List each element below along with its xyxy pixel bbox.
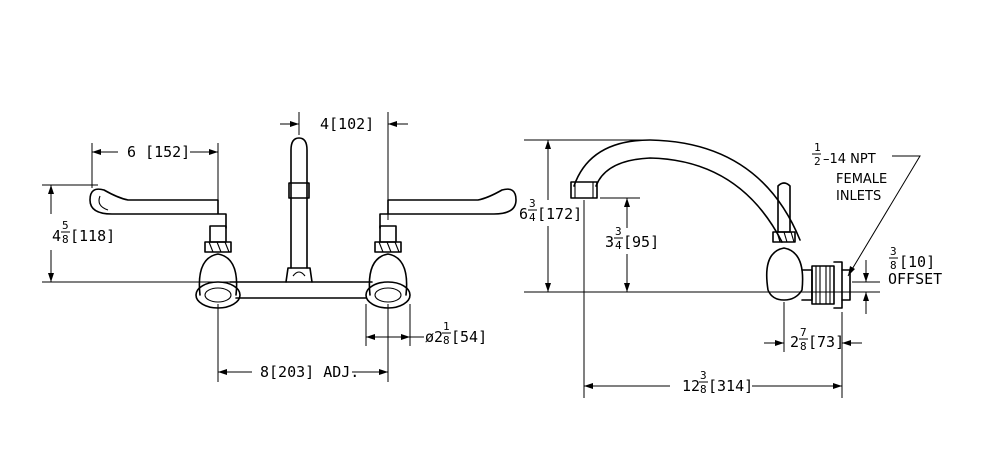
side-aerator <box>570 181 598 199</box>
note-inlets-den: 2 <box>814 155 821 168</box>
side-view: 6 3 4 [172] 3 3 4 [95] 12 <box>519 139 942 398</box>
dim-spout-height-num: 3 <box>529 197 536 210</box>
dim-inlet-depth-den: 8 <box>800 340 807 353</box>
dim-handle-height-num: 5 <box>62 219 69 232</box>
dim-spout-height: 6 3 4 [172] <box>519 140 582 292</box>
dim-offset: 3 8 [10] OFFSET <box>852 245 942 314</box>
dim-handle-height-whole: 4 <box>52 227 61 245</box>
dim-spout-reach-den: 8 <box>700 383 707 396</box>
left-wristblade-handle <box>98 195 109 211</box>
dim-spout-clearance-rest: [95] <box>623 233 659 251</box>
dim-flange-dia: ø2 1 8 [54] <box>365 304 487 347</box>
dim-spout-reach-num: 3 <box>700 369 707 382</box>
dim-handle-reach: 6 [152] <box>91 143 219 214</box>
dim-handle-reach-label: 6 [152] <box>127 143 190 161</box>
front-spout <box>285 137 313 283</box>
dim-offset-label: OFFSET <box>888 270 942 288</box>
right-valve <box>368 188 517 296</box>
side-valve <box>765 231 851 309</box>
dim-inlet-depth-whole: 2 <box>790 333 799 351</box>
front-view: 4[102] 6 [152] 4 5 8 [118] <box>42 112 517 382</box>
note-inlets-line2: FEMALE <box>836 172 887 187</box>
note-inlets-num: 1 <box>814 141 821 154</box>
dim-handle-height: 4 5 8 [118] <box>42 184 232 283</box>
dim-offset-rest: [10] <box>899 253 935 271</box>
side-handle <box>777 182 791 233</box>
dim-spout-reach: 12 3 8 [314] <box>583 200 843 398</box>
dim-handle-height-rest: [118] <box>70 227 115 245</box>
dim-inlet-depth: 2 7 8 [73] <box>764 302 862 353</box>
dim-spout-clearance-whole: 3 <box>605 233 614 251</box>
side-spout <box>570 139 801 243</box>
note-inlets: 1 2 –14 NPT FEMALE INLETS <box>812 141 921 277</box>
front-body <box>195 281 411 309</box>
dim-spout-height-whole: 6 <box>519 205 528 223</box>
dim-inlet-depth-num: 7 <box>800 326 807 339</box>
dim-spout-offset: 4[102] <box>280 112 408 220</box>
dim-spout-height-den: 4 <box>529 211 536 224</box>
dim-spout-offset-label: 4[102] <box>320 115 374 133</box>
dim-flange-dia-rest: [54] <box>451 328 487 346</box>
note-inlets-line1: –14 NPT <box>823 152 876 167</box>
dim-spout-reach-rest: [314] <box>708 377 753 395</box>
left-valve <box>89 188 238 296</box>
dim-flange-dia-den: 8 <box>443 334 450 347</box>
dim-centers-label: 8[203] ADJ. <box>260 363 359 381</box>
note-inlets-line3: INLETS <box>836 189 881 204</box>
dim-spout-reach-whole: 12 <box>682 377 700 395</box>
dim-flange-dia-num: 1 <box>443 320 450 333</box>
dim-inlet-depth-rest: [73] <box>808 333 844 351</box>
dim-flange-dia-prefix: ø2 <box>425 328 443 346</box>
dim-spout-clearance-num: 3 <box>615 225 622 238</box>
dim-offset-num: 3 <box>890 245 897 258</box>
dim-handle-height-den: 8 <box>62 233 69 246</box>
dim-spout-height-rest: [172] <box>537 205 582 223</box>
dim-spout-clearance: 3 3 4 [95] <box>600 197 659 292</box>
dim-spout-clearance-den: 4 <box>615 239 622 252</box>
spout-aerator-band <box>288 182 310 199</box>
dim-offset-den: 8 <box>890 259 897 272</box>
dim-centers: 8[203] ADJ. <box>217 304 389 382</box>
